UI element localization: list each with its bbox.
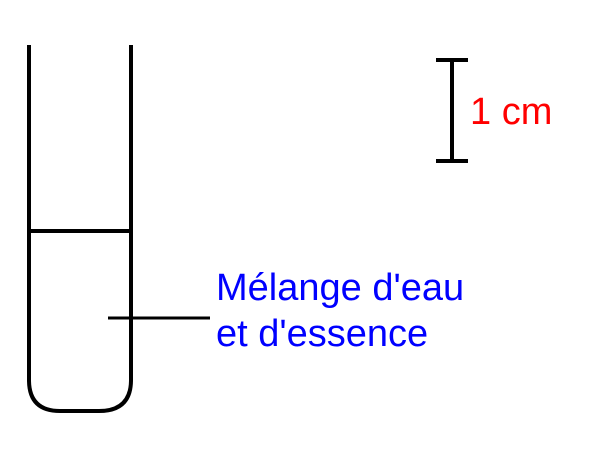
scale-label: 1 cm <box>470 91 552 133</box>
mixture-label-line2: et d'essence <box>216 313 428 355</box>
mixture-label-line1: Mélange d'eau <box>216 267 464 309</box>
scale-bar <box>436 58 468 163</box>
test-tube-outline <box>27 45 133 413</box>
